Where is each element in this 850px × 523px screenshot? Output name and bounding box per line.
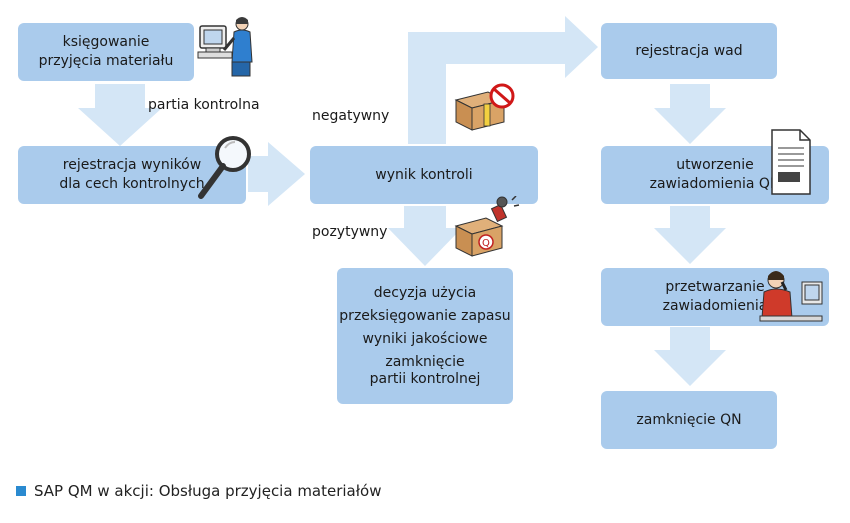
box-goods-receipt-text: księgowanie przyjęcia materiału	[38, 34, 174, 69]
svg-text:Q: Q	[482, 238, 490, 249]
usage-decision-line: przeksięgowanie zapasu	[339, 307, 511, 324]
document-icon	[771, 129, 811, 195]
phone-operator-icon	[759, 271, 823, 322]
arrow-negative-to-defects	[408, 16, 598, 144]
usage-decision-line: decyzja użycia	[373, 284, 477, 301]
usage-decision-line: wyniki jakościowe	[362, 330, 488, 347]
magnifier-icon	[198, 136, 251, 199]
label-negative: negatywny	[312, 108, 390, 124]
arrow-receipt-to-results	[78, 84, 162, 146]
label-positive: pozytywny	[312, 224, 388, 240]
box-defect-recording: rejestracja wad	[601, 23, 777, 79]
arrow-defects-to-create-qn	[654, 84, 726, 144]
caption-text: SAP QM w akcji: Obsługa przyjęcia materi…	[34, 482, 382, 500]
figure-caption: SAP QM w akcji: Obsługa przyjęcia materi…	[16, 482, 381, 500]
arrow-process-to-close-qn	[654, 327, 726, 386]
arrow-create-to-process-qn	[654, 206, 726, 264]
box-inspection-result: wynik kontroli	[310, 146, 538, 204]
usage-decision-line: zamknięcie partii kontrolnej	[369, 353, 481, 387]
box-goods-receipt: księgowanie przyjęcia materiału	[18, 23, 194, 81]
computer-user-icon	[197, 17, 253, 77]
box-process-qn-text: przetwarzanie zawiadomienia	[662, 279, 768, 314]
caption-marker	[16, 486, 26, 496]
box-inspection-result-text: wynik kontroli	[375, 166, 473, 183]
arrow-positive-to-decision	[388, 206, 462, 266]
arrow-results-to-inspection	[248, 142, 305, 206]
box-usage-decision: decyzja użycia przeksięgowanie zapasu wy…	[337, 268, 513, 404]
box-record-results-text: rejestracja wyników dla cech kontrolnych	[59, 157, 205, 192]
box-record-results: rejestracja wyników dla cech kontrolnych	[18, 146, 246, 204]
label-inspection-lot: partia kontrolna	[148, 97, 260, 113]
box-create-qn-text: utworzenie zawiadomienia QN	[649, 157, 781, 192]
stamped-box-icon: Q	[454, 196, 520, 257]
blocked-box-icon	[454, 83, 515, 131]
box-close-qn-text: zamknięcie QN	[636, 411, 742, 428]
box-defect-recording-text: rejestracja wad	[635, 42, 743, 59]
box-close-qn: zamknięcie QN	[601, 391, 777, 449]
